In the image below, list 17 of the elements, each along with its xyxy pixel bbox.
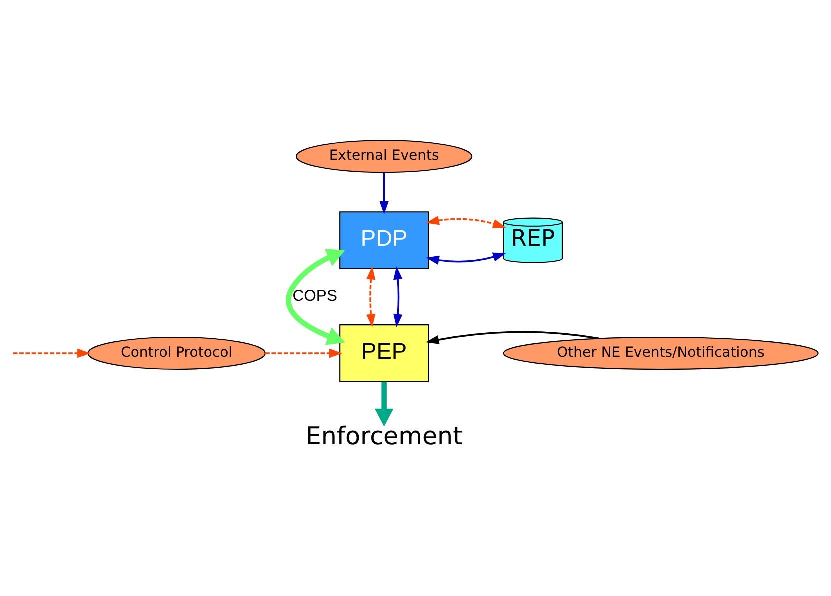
node-ellipse: Other NE Events/Notifications [503,336,819,370]
arrow [426,252,506,265]
arrow [13,348,91,358]
arrow [394,266,403,328]
arrow [374,382,394,427]
node-ellipse: External Events [296,140,473,174]
arrow [286,249,346,346]
node-ellipse: Control Protocol [88,336,266,370]
edge-label: COPS [292,288,338,305]
arrow [380,172,389,215]
arrow [426,331,600,344]
node-box: PDP [340,212,430,270]
arrow [366,266,376,328]
node-text: Enforcement [306,421,463,450]
node-box: PEP [340,324,430,382]
arrow [266,348,343,358]
arrow [426,216,506,228]
